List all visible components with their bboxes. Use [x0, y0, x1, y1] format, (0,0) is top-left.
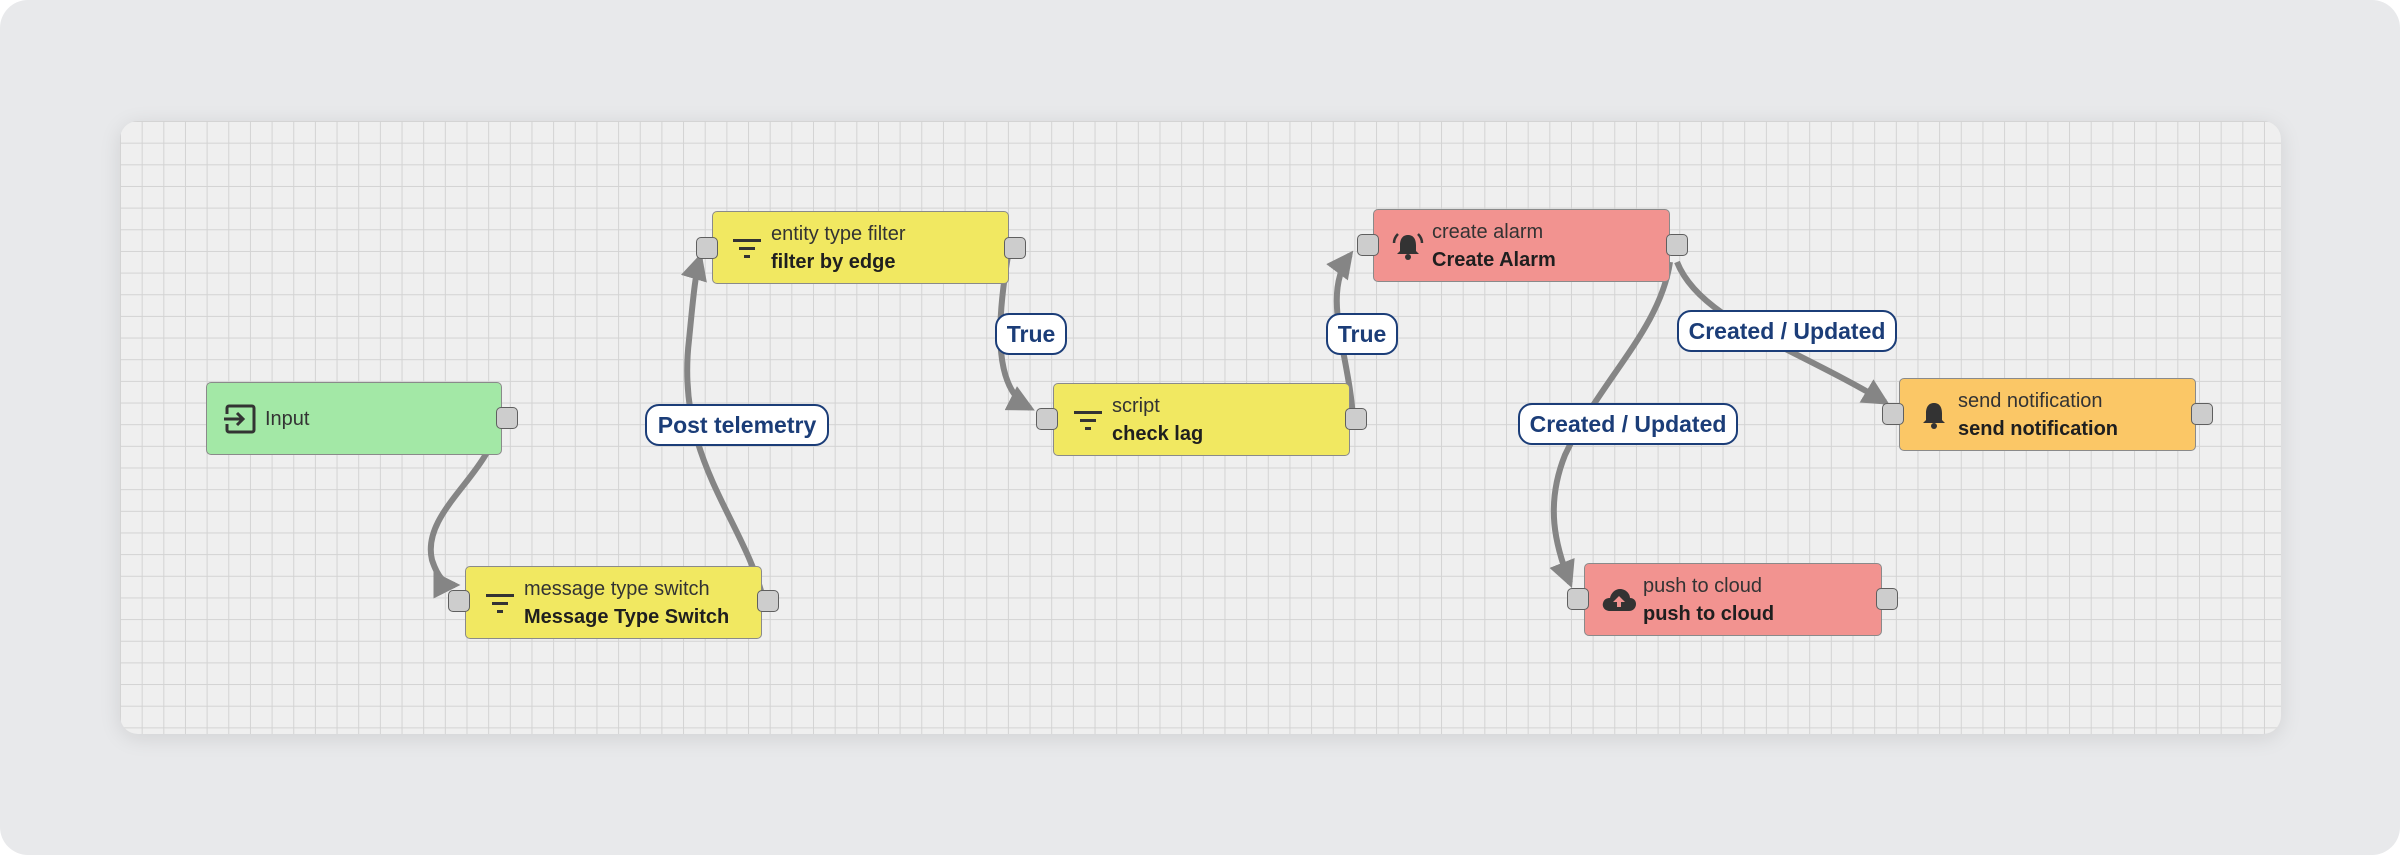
send-notification-in-port[interactable]	[1882, 403, 1904, 425]
filter-icon	[480, 592, 520, 614]
entity-type-filter-node[interactable]: entity type filter filter by edge	[712, 211, 1009, 284]
input-out-port[interactable]	[496, 407, 518, 429]
entity-filter-in-port[interactable]	[696, 237, 718, 259]
node-type-label: send notification	[1958, 389, 2103, 412]
create-alarm-in-port[interactable]	[1357, 234, 1379, 256]
filter-icon	[1068, 409, 1108, 431]
filter-icon	[727, 237, 767, 259]
script-out-port[interactable]	[1345, 408, 1367, 430]
switch-out-port[interactable]	[757, 590, 779, 612]
message-type-switch-node[interactable]: message type switch Message Type Switch	[465, 566, 762, 639]
bell-icon	[1914, 400, 1954, 430]
node-type-label: create alarm	[1432, 220, 1544, 243]
node-type-label: push to cloud	[1643, 574, 1762, 597]
send-notification-out-port[interactable]	[2191, 403, 2213, 425]
switch-in-port[interactable]	[448, 590, 470, 612]
node-type-label: Input	[265, 407, 310, 430]
create-alarm-node[interactable]: create alarm Create Alarm	[1373, 209, 1670, 282]
node-type-label: message type switch	[524, 577, 710, 600]
link-label-created-updated-1[interactable]: Created / Updated	[1677, 310, 1897, 352]
node-type-label: script	[1112, 394, 1160, 417]
push-to-cloud-in-port[interactable]	[1567, 588, 1589, 610]
login-icon	[221, 404, 261, 434]
link-label-true-2[interactable]: True	[1326, 313, 1398, 355]
node-name-label: check lag	[1112, 422, 1204, 445]
node-name-label: filter by edge	[771, 250, 896, 273]
node-name-label: send notification	[1958, 417, 2118, 440]
alarm-bell-icon	[1388, 231, 1428, 261]
node-name-label: push to cloud	[1643, 602, 1775, 625]
node-name-label: Create Alarm	[1432, 248, 1556, 271]
push-to-cloud-out-port[interactable]	[1876, 588, 1898, 610]
link-switch-to-entity-filter[interactable]	[680, 252, 767, 603]
node-name-label: Message Type Switch	[524, 605, 730, 628]
script-node[interactable]: script check lag	[1053, 383, 1350, 456]
send-notification-node[interactable]: send notification send notification	[1899, 378, 2196, 451]
link-label-true-1[interactable]: True	[995, 313, 1067, 355]
link-label-post-telemetry[interactable]: Post telemetry	[645, 404, 829, 446]
entity-filter-out-port[interactable]	[1004, 237, 1026, 259]
node-type-label: entity type filter	[771, 222, 906, 245]
input-node[interactable]: Input	[206, 382, 502, 455]
create-alarm-out-port[interactable]	[1666, 234, 1688, 256]
cloud-upload-icon	[1599, 587, 1639, 613]
link-label-created-updated-2[interactable]: Created / Updated	[1518, 403, 1738, 445]
script-in-port[interactable]	[1036, 408, 1058, 430]
push-to-cloud-node[interactable]: push to cloud push to cloud	[1584, 563, 1882, 636]
